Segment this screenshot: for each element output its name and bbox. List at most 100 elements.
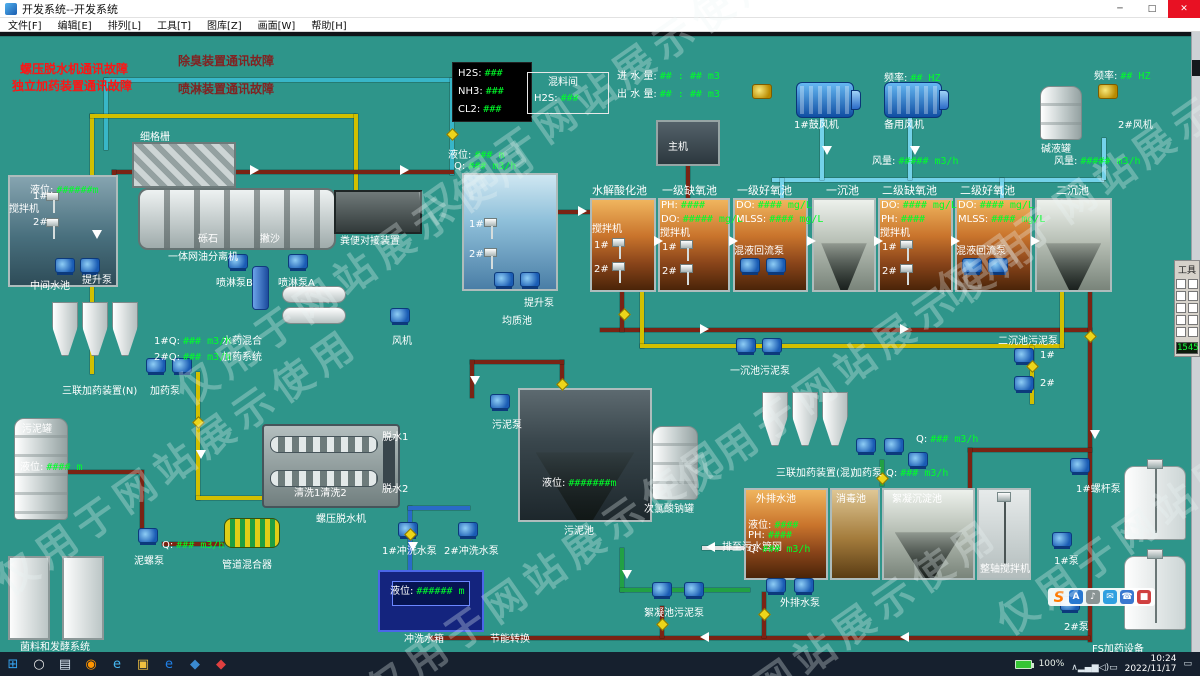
pump-icon[interactable] <box>228 254 248 271</box>
tank-sed[interactable] <box>812 198 876 292</box>
text-tool-icon[interactable] <box>1176 303 1186 313</box>
pump-icon[interactable] <box>766 578 786 595</box>
hopperset-equipment[interactable] <box>762 392 852 446</box>
gas-monitor-panel[interactable] <box>452 62 532 122</box>
pump-icon[interactable] <box>736 338 756 355</box>
mix-room-panel[interactable]: 混料间 <box>527 72 609 114</box>
tray-message[interactable]: ▭ <box>1109 662 1118 673</box>
menu-item-0[interactable]: 文件[F] <box>8 21 42 32</box>
tank-sed[interactable] <box>1035 198 1112 292</box>
valve-icon[interactable] <box>758 608 771 621</box>
menu-item-3[interactable]: 工具[T] <box>157 21 191 32</box>
valve-icon[interactable] <box>656 618 669 631</box>
hopperset-equipment[interactable] <box>52 302 138 356</box>
value-display[interactable]: H2S:### <box>458 68 503 79</box>
ellipse-tool-icon[interactable] <box>1188 291 1198 301</box>
pump-icon[interactable] <box>740 258 760 275</box>
taskbar-firefox-icon[interactable]: ◉ <box>85 656 97 672</box>
maximize-button[interactable]: □ <box>1147 3 1157 14</box>
select-tool-icon[interactable] <box>1176 279 1186 289</box>
value-display[interactable]: NH3:### <box>458 86 504 97</box>
motor-equipment[interactable] <box>884 82 949 118</box>
clock[interactable]: 10:24 2022/11/17 <box>1125 654 1177 675</box>
coil-equipment[interactable] <box>224 518 280 548</box>
group-tool-icon[interactable] <box>1188 315 1198 325</box>
pump-icon[interactable] <box>962 258 982 275</box>
pump-icon[interactable] <box>390 308 410 325</box>
value-display[interactable]: 液位:### m <box>448 150 505 161</box>
tray-network[interactable]: ▂▄▆ <box>1077 662 1099 673</box>
value-display[interactable]: PH:#### <box>748 530 793 541</box>
valve-icon[interactable] <box>446 128 459 141</box>
pump-icon[interactable] <box>55 258 75 275</box>
pump-icon[interactable] <box>856 438 876 455</box>
value-display[interactable]: 出 水 量:## : ## m3 <box>617 89 720 100</box>
close-button[interactable]: ✕ <box>1168 0 1200 18</box>
pump-icon[interactable] <box>762 338 782 355</box>
mixer-icon[interactable] <box>680 240 693 261</box>
bluecol-equipment[interactable] <box>252 266 269 310</box>
menu-item-5[interactable]: 画面[W] <box>257 21 296 32</box>
pump-icon[interactable] <box>146 358 166 375</box>
washbox-equipment[interactable] <box>378 570 484 632</box>
drum-equipment[interactable] <box>282 307 346 324</box>
tank-bio[interactable] <box>744 488 828 580</box>
tank-sludge[interactable] <box>518 388 652 522</box>
tank-sed2[interactable] <box>882 488 975 580</box>
scrollbar-thumb[interactable] <box>1192 60 1200 76</box>
tank-tan[interactable] <box>830 488 880 580</box>
value-display[interactable]: Q:### m3/h <box>162 540 225 551</box>
value-display[interactable]: 频率:## HZ <box>884 73 941 84</box>
separator-equipment[interactable] <box>138 188 336 250</box>
pump-icon[interactable] <box>1098 84 1118 99</box>
tankwhite-equipment[interactable] <box>1040 86 1082 140</box>
motor-equipment[interactable] <box>796 82 861 118</box>
menu-item-6[interactable]: 帮助[H] <box>311 21 347 32</box>
value-display[interactable]: 风量:##### m3/h <box>872 156 959 167</box>
value-display[interactable]: 液位:#######m <box>542 478 617 489</box>
tank-mixerbox[interactable] <box>977 488 1031 580</box>
value-display[interactable]: DO:#### mg/L <box>881 200 957 211</box>
scada-canvas[interactable]: 混料间 工具 1545 螺压脱水机通讯故障独立加药装置通讯故障除臭装置通讯故障喷… <box>0 32 1200 652</box>
pump-icon[interactable] <box>684 582 704 599</box>
agitator-equipment[interactable] <box>1124 459 1186 540</box>
pump-icon[interactable] <box>908 452 928 469</box>
valve-icon[interactable] <box>1084 330 1097 343</box>
pump-icon[interactable] <box>1014 376 1034 393</box>
pump-icon[interactable] <box>172 358 192 375</box>
value-display[interactable]: 进 水 量:## : ## m3 <box>617 71 720 82</box>
mixer-icon[interactable] <box>612 238 625 259</box>
s-logo[interactable]: S <box>1053 588 1065 606</box>
pump-icon[interactable] <box>490 394 510 411</box>
taskbar-search-icon[interactable]: ○ <box>33 656 45 672</box>
value-display[interactable]: 液位:#### m <box>20 462 83 473</box>
line-tool-icon[interactable] <box>1188 279 1198 289</box>
mixer-icon[interactable] <box>900 240 913 261</box>
pump-icon[interactable] <box>138 528 158 545</box>
tankwhite-equipment[interactable] <box>14 418 68 520</box>
stop-icon[interactable]: ■ <box>1137 590 1151 604</box>
taskbar-start-icon[interactable]: ⊞ <box>7 656 19 672</box>
pump-icon[interactable] <box>520 272 540 289</box>
pump-icon[interactable] <box>652 582 672 599</box>
notification-icon[interactable]: ▭ <box>1183 659 1192 669</box>
taskbar-ie-icon[interactable]: e <box>113 656 121 672</box>
pump-icon[interactable] <box>1014 348 1034 365</box>
ferment-equipment[interactable] <box>8 556 104 640</box>
dock-equipment[interactable] <box>334 190 422 234</box>
menu-item-4[interactable]: 图库[Z] <box>206 21 242 32</box>
taskbar-app-red-icon[interactable]: ◆ <box>216 656 226 672</box>
tankwhite-equipment[interactable] <box>652 426 698 500</box>
value-display[interactable]: Q:### m3/h <box>454 161 517 172</box>
value-display[interactable]: MLSS:#### mg/L <box>958 214 1046 225</box>
value-display[interactable]: 液位:######m <box>30 185 99 196</box>
tray-chevron-up[interactable]: ∧ <box>1071 662 1078 673</box>
value-display[interactable]: H2S:### <box>534 93 579 104</box>
pump-icon[interactable] <box>458 522 478 539</box>
pump-icon[interactable] <box>988 258 1008 275</box>
pump-icon[interactable] <box>1052 532 1072 549</box>
value-display[interactable]: 风量:##### m3/h <box>1054 156 1141 167</box>
value-display[interactable]: PH:#### <box>881 214 926 225</box>
pump-icon[interactable] <box>794 578 814 595</box>
